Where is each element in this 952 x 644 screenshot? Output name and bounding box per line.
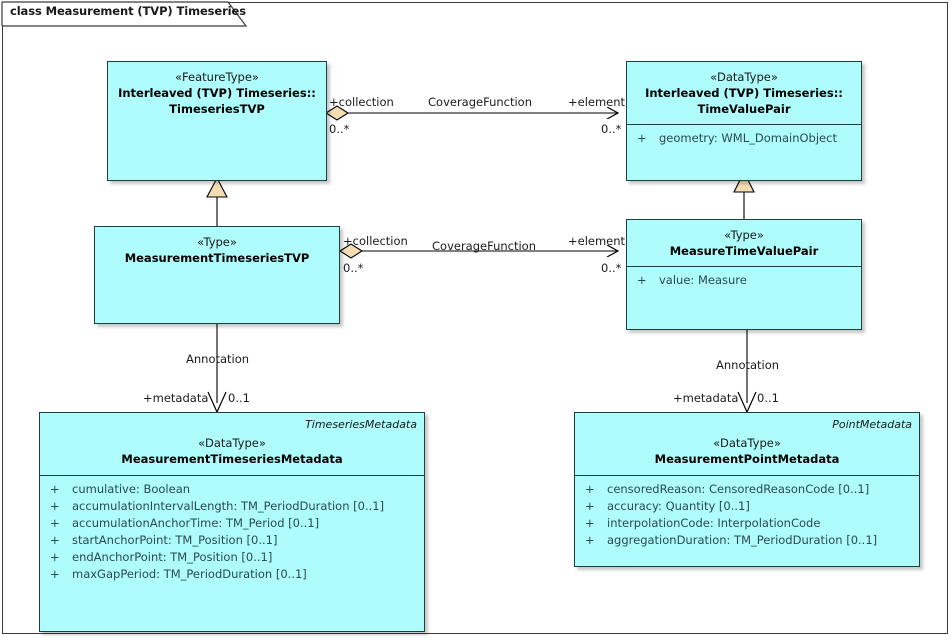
attribute-visibility: + [637,131,647,145]
attribute-visibility: + [637,273,647,287]
class-name-line1: MeasureTimeValuePair [669,244,819,258]
class-measurement-timeseries-tvp[interactable]: «Type» MeasurementTimeseriesTVP [94,226,340,324]
association-source-role-collection-bottom: +collection [343,234,408,248]
association-coverage-function-top [324,105,618,121]
class-measurement-point-metadata[interactable]: PointMetadata «DataType» MeasurementPoin… [574,412,920,567]
attribute-visibility: + [585,533,595,547]
generalization-timeseries-tvp [206,176,228,226]
attribute-text: value: Measure [659,273,747,287]
association-source-multiplicity-top: 0..* [329,122,350,136]
attribute-text: cumulative: Boolean [72,482,191,496]
class-stereotype: «DataType» [710,70,778,84]
generalization-time-value-pair [733,170,755,219]
class-attributes: + geometry: WML_DomainObject [627,125,861,151]
association-name-annotation-timeseries: Annotation [186,352,250,366]
attribute-visibility: + [585,482,595,496]
association-target-multiplicity-timeseries: 0..1 [228,391,250,405]
attribute-visibility: + [50,533,60,547]
attribute-row: + aggregationDuration: TM_PeriodDuration … [575,532,919,549]
class-name-line1: Interleaved (TVP) Timeseries:: [118,86,316,100]
class-header: «Type» MeasureTimeValuePair [627,220,861,267]
class-timeseries-tvp[interactable]: «FeatureType» Interleaved (TVP) Timeseri… [107,61,327,181]
attribute-row: + startAnchorPoint: TM_Position [0..1] [40,532,424,549]
attribute-text: censoredReason: CensoredReasonCode [0..1… [607,482,870,496]
association-target-multiplicity-point: 0..1 [757,391,779,405]
attribute-row: + maxGapPeriod: TM_PeriodDuration [0..1] [40,566,424,583]
attribute-visibility: + [585,516,595,530]
attribute-text: accumulationAnchorTime: TM_Period [0..1] [72,516,320,530]
association-name-coverage-function-bottom: CoverageFunction [432,239,537,253]
association-target-role-element-bottom: +element [568,234,626,248]
class-stereotype: «Type» [197,235,237,249]
attribute-row: + endAnchorPoint: TM_Position [0..1] [40,549,424,566]
class-time-value-pair[interactable]: «DataType» Interleaved (TVP) Timeseries:… [626,61,862,181]
class-attributes: + value: Measure [627,267,861,293]
class-name-line1: MeasurementTimeseriesMetadata [121,452,343,466]
association-target-role-element-top: +element [568,95,626,109]
association-coverage-function-bottom [338,243,618,259]
association-target-role-metadata-point: +metadata [673,391,739,405]
class-name-line2: TimeValuePair [697,102,791,116]
attribute-row: + value: Measure [627,272,861,289]
class-measurement-timeseries-metadata[interactable]: TimeseriesMetadata «DataType» Measuremen… [39,412,425,632]
attribute-visibility: + [585,499,595,513]
attribute-text: startAnchorPoint: TM_Position [0..1] [72,533,278,547]
attribute-text: accumulationIntervalLength: TM_PeriodDur… [72,499,385,513]
attribute-visibility: + [50,567,60,581]
class-stereotype: «DataType» [713,436,781,450]
attribute-visibility: + [50,499,60,513]
class-stereotype: «Type» [724,228,764,242]
attribute-text: maxGapPeriod: TM_PeriodDuration [0..1] [72,567,307,581]
class-measure-time-value-pair[interactable]: «Type» MeasureTimeValuePair + value: Meas… [626,219,862,330]
diagram-frame [2,2,948,634]
attribute-row: + geometry: WML_DomainObject [627,130,861,147]
association-target-multiplicity-bottom: 0..* [601,261,622,275]
attribute-visibility: + [50,482,60,496]
attribute-visibility: + [50,550,60,564]
association-name-annotation-point: Annotation [716,358,780,372]
class-attributes: + cumulative: Boolean + accumulationInterv… [40,476,424,587]
class-stereotype: «DataType» [198,436,266,450]
diagram-title: class Measurement (TVP) Timeseries [10,4,246,18]
attribute-row: + accumulationAnchorTime: TM_Period [0..1… [40,515,424,532]
attribute-text: endAnchorPoint: TM_Position [0..1] [72,550,273,564]
attribute-text: aggregationDuration: TM_PeriodDuration [… [607,533,878,547]
class-name-line1: MeasurementTimeseriesTVP [124,251,310,265]
attribute-text: accuracy: Quantity [0..1] [607,499,750,513]
attribute-row: + accumulationIntervalLength: TM_PeriodDu… [40,498,424,515]
attribute-text: interpolationCode: InterpolationCode [607,516,821,530]
association-target-multiplicity-top: 0..* [601,122,622,136]
class-header: TimeseriesMetadata «DataType» Measuremen… [40,413,424,476]
attribute-visibility: + [50,516,60,530]
class-tag-name: TimeseriesMetadata [305,418,417,431]
class-header: «Type» MeasurementTimeseriesTVP [95,227,339,273]
attribute-row: + interpolationCode: InterpolationCode [575,515,919,532]
class-header: «DataType» Interleaved (TVP) Timeseries:… [627,62,861,125]
class-name-line2: TimeseriesTVP [169,102,265,116]
attribute-row: + censoredReason: CensoredReasonCode [0..… [575,481,919,498]
attribute-row: + cumulative: Boolean [40,481,424,498]
class-stereotype: «FeatureType» [175,70,259,84]
association-name-coverage-function-top: CoverageFunction [428,95,533,109]
association-target-role-metadata-timeseries: +metadata [143,391,209,405]
class-name-line1: MeasurementPointMetadata [654,452,840,466]
class-header: PointMetadata «DataType» MeasurementPoin… [575,413,919,476]
association-source-multiplicity-bottom: 0..* [343,261,364,275]
class-name-line1: Interleaved (TVP) Timeseries:: [645,86,843,100]
association-annotation-timeseries [207,324,227,414]
class-attributes: + censoredReason: CensoredReasonCode [0..… [575,476,919,553]
association-source-role-collection-top: +collection [329,95,394,109]
attribute-row: + accuracy: Quantity [0..1] [575,498,919,515]
class-header: «FeatureType» Interleaved (TVP) Timeseri… [108,62,326,124]
class-tag-name: PointMetadata [832,418,912,431]
attribute-text: geometry: WML_DomainObject [659,131,837,145]
